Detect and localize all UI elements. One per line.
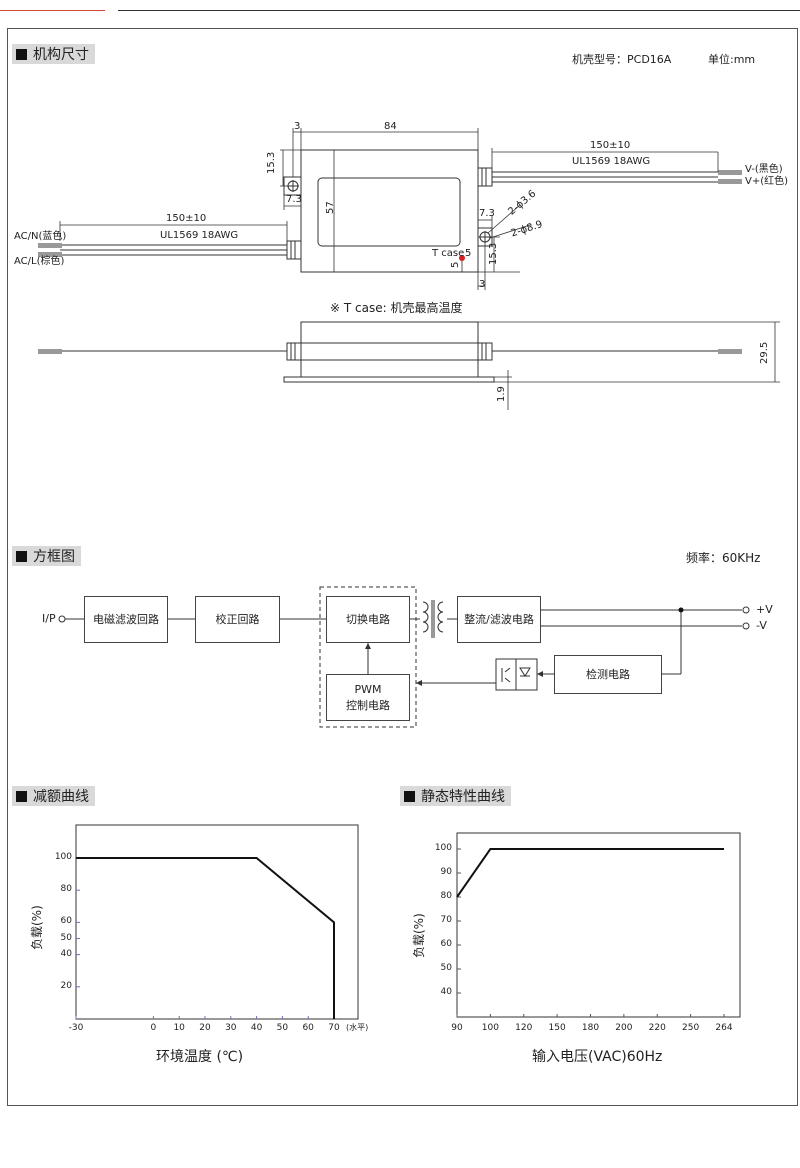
y-tick-label: 50 bbox=[440, 963, 452, 973]
dim-7-3-right: 7.3 bbox=[479, 208, 495, 219]
x-tick-label: 250 bbox=[682, 1023, 700, 1033]
y-tick-label: 60 bbox=[440, 939, 452, 949]
tcase-label: T case bbox=[432, 248, 465, 259]
section-header-static: 静态特性曲线 bbox=[400, 786, 511, 806]
dim-5-a: 5 bbox=[465, 248, 472, 259]
static-y-label: 负载(%) bbox=[412, 913, 426, 958]
rectifier-filter-block: 整流/滤波电路 bbox=[457, 596, 541, 643]
header-accent-line bbox=[0, 10, 105, 11]
section-title: 机构尺寸 bbox=[33, 47, 89, 63]
cable-spec-left: UL1569 18AWG bbox=[160, 230, 239, 241]
square-bullet-icon bbox=[16, 550, 27, 562]
vminus-wire-label: V-(黑色) bbox=[745, 164, 783, 175]
switching-label: 切换电路 bbox=[346, 612, 390, 626]
derating-x-label: 环境温度 (℃) bbox=[156, 1049, 244, 1065]
spec-frame bbox=[7, 28, 798, 1106]
y-tick-label: 50 bbox=[60, 932, 72, 943]
dim-150-left: 150±10 bbox=[166, 213, 207, 224]
unit-label: 单位:mm bbox=[708, 53, 756, 66]
static-plot-frame bbox=[456, 832, 741, 1018]
y-tick-label: 100 bbox=[434, 843, 452, 853]
static-curve bbox=[456, 848, 724, 898]
rectifier-filter-label: 整流/滤波电路 bbox=[464, 612, 534, 626]
pfc-block: 校正回路 bbox=[195, 596, 280, 643]
switching-block: 切换电路 bbox=[326, 596, 410, 643]
x-tick-label: 100 bbox=[481, 1023, 499, 1033]
acl-wire-label: AC/L(棕色) bbox=[14, 256, 65, 267]
x-tick-label: 30 bbox=[225, 1023, 237, 1033]
dim-150-right: 150±10 bbox=[590, 140, 631, 151]
emi-filter-label: 电磁滤波回路 bbox=[93, 612, 159, 626]
x-tick-label: 180 bbox=[581, 1023, 600, 1033]
pfc-label: 校正回路 bbox=[215, 612, 260, 626]
y-tick-label: 70 bbox=[440, 915, 452, 925]
y-tick-label: 40 bbox=[60, 948, 72, 959]
y-tick-label: 90 bbox=[440, 867, 452, 877]
x-tick-label: 150 bbox=[548, 1023, 566, 1033]
section-title: 静态特性曲线 bbox=[421, 789, 505, 805]
y-tick-label: 20 bbox=[60, 980, 72, 991]
square-bullet-icon bbox=[16, 48, 27, 60]
derating-x-unit: (水平) bbox=[346, 1023, 369, 1032]
x-tick-label: 0 bbox=[150, 1023, 157, 1033]
derating-curve bbox=[76, 857, 335, 1019]
x-tick-label: 70 bbox=[328, 1023, 340, 1033]
static-x-label: 输入电压(VAC)60Hz bbox=[532, 1049, 663, 1065]
x-tick-label: 200 bbox=[615, 1023, 633, 1033]
header-rule bbox=[118, 10, 800, 11]
tcase-note: ※ T case: 机壳最高温度 bbox=[330, 301, 463, 315]
x-tick-label: 40 bbox=[250, 1023, 263, 1033]
dim-3-bottom: 3 bbox=[479, 279, 486, 290]
switching-frequency: 频率：60KHz bbox=[686, 551, 761, 565]
x-tick-label: 90 bbox=[451, 1023, 463, 1033]
y-tick-label: 80 bbox=[60, 884, 72, 895]
input-port-label: I/P bbox=[42, 612, 56, 625]
x-tick-label: 50 bbox=[276, 1023, 289, 1033]
square-bullet-icon bbox=[404, 790, 415, 802]
detection-label: 检测电路 bbox=[586, 667, 630, 681]
section-title: 减额曲线 bbox=[33, 789, 89, 805]
vplus-wire-label: V+(红色) bbox=[745, 176, 789, 187]
x-tick-label: 220 bbox=[648, 1023, 666, 1033]
x-tick-label: 264 bbox=[715, 1023, 733, 1033]
y-tick-label: 100 bbox=[54, 852, 72, 862]
x-tick-label: 20 bbox=[199, 1023, 211, 1033]
pwm-label: PWM bbox=[354, 683, 382, 697]
detection-block: 检测电路 bbox=[554, 655, 662, 694]
section-header-block-diagram: 方框图 bbox=[12, 546, 81, 566]
output-negative-label: -V bbox=[756, 619, 767, 632]
emi-filter-block: 电磁滤波回路 bbox=[84, 596, 168, 643]
dim-7-3-left: 7.3 bbox=[286, 194, 302, 205]
x-tick-label: 10 bbox=[173, 1023, 185, 1033]
x-tick-label: -30 bbox=[68, 1023, 84, 1033]
y-tick-label: 80 bbox=[440, 891, 452, 901]
section-title: 方框图 bbox=[33, 549, 75, 565]
acn-wire-label: AC/N(蓝色) bbox=[14, 231, 67, 242]
y-tick-label: 40 bbox=[440, 987, 452, 997]
output-positive-label: +V bbox=[756, 603, 773, 616]
cable-spec-right: UL1569 18AWG bbox=[572, 156, 651, 167]
dim-3-top: 3 bbox=[294, 121, 301, 132]
section-header-derating: 减额曲线 bbox=[12, 786, 95, 806]
dim-84: 84 bbox=[384, 121, 397, 132]
control-circuit-label: 控制电路 bbox=[346, 698, 390, 712]
y-tick-label: 60 bbox=[60, 916, 72, 927]
section-header-mechanical: 机构尺寸 bbox=[12, 44, 95, 64]
x-tick-label: 60 bbox=[302, 1023, 314, 1033]
case-model-label: 机壳型号：PCD16A bbox=[572, 53, 672, 66]
square-bullet-icon bbox=[16, 790, 27, 802]
pwm-control-block: PWM 控制电路 bbox=[326, 674, 410, 721]
x-tick-label: 120 bbox=[515, 1023, 533, 1033]
